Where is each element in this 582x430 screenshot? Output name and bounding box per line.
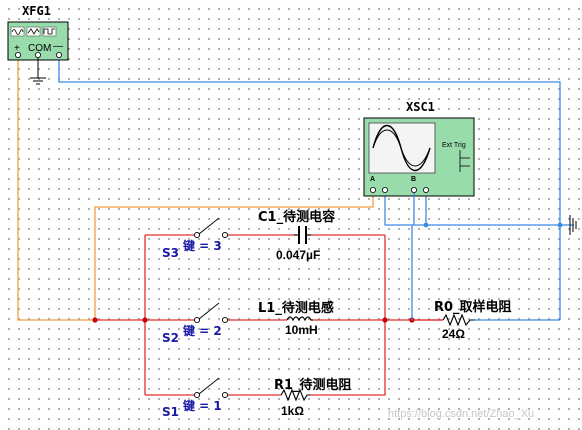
r0-value-label: 24Ω	[442, 327, 465, 341]
fgen-plus-label: +	[14, 43, 20, 54]
switch-s3[interactable]	[193, 217, 229, 239]
s1-ref-label: S1	[162, 405, 179, 419]
s2-ref-label: S2	[162, 331, 179, 345]
wires-red	[95, 234, 443, 396]
capacitor-c1[interactable]	[294, 226, 311, 244]
wire-fgen-plus[interactable]	[17, 58, 95, 321]
wire-right-bus[interactable]	[310, 235, 386, 396]
s3-key-label: 键 = 3	[183, 239, 222, 253]
resistor-r1[interactable]	[280, 388, 310, 402]
scope-channel-a-minus[interactable]	[381, 186, 388, 193]
s2-key-label: 键 = 2	[183, 324, 222, 338]
square-icon[interactable]	[42, 26, 57, 37]
junction-dot	[382, 317, 388, 323]
wire-scope-b-to-rail[interactable]	[425, 195, 560, 226]
wire-scope-a-loop[interactable]	[384, 195, 426, 226]
square-icon	[43, 28, 55, 35]
wires-blue	[58, 60, 574, 321]
scope-channel-a-label: A	[370, 176, 376, 183]
function-generator[interactable]	[7, 21, 69, 85]
fgen-plus-terminal[interactable]	[14, 52, 21, 59]
l1-value-label: 10mH	[285, 323, 318, 337]
junction-dot	[142, 317, 148, 323]
junction-dot	[557, 222, 563, 228]
switch-s2[interactable]	[193, 302, 229, 324]
triangle-icon	[27, 28, 40, 35]
watermark-text: https://blog.csdn.net/Zhao_Xu	[388, 408, 535, 420]
l1-name-label: L1_待测电感	[258, 301, 334, 316]
fgen-com-label: COM	[28, 43, 52, 54]
sine-icon	[11, 29, 24, 35]
oscilloscope[interactable]	[363, 117, 475, 320]
inductor-l1[interactable]	[286, 316, 313, 322]
junction-dot	[92, 317, 98, 323]
sine-wave-icon	[372, 129, 431, 167]
ground-icon	[569, 215, 577, 235]
junction-dot	[423, 222, 429, 228]
wire-to-scope-a[interactable]	[94, 195, 374, 320]
fgen-ref-label: XFG1	[22, 4, 51, 18]
r1-value-label: 1kΩ	[281, 404, 304, 418]
r1-name-label: R1_待测电阻	[274, 378, 352, 393]
scope-ext-trig-label: Ext Trig	[442, 142, 466, 149]
wire-fgen-minus-to-ground[interactable]	[58, 60, 561, 320]
scope-channel-b-label: B	[411, 176, 417, 183]
switch-s1[interactable]	[193, 377, 229, 399]
r0-name-label: R0_取样电阻	[434, 300, 512, 315]
scope-channel-b-plus[interactable]	[410, 186, 417, 193]
junctions-blue	[423, 222, 563, 228]
c1-name-label: C1_待测电容	[258, 210, 336, 225]
scope-channel-b-minus[interactable]	[422, 186, 429, 193]
fgen-com-terminal[interactable]	[35, 52, 42, 59]
sine-icon[interactable]	[10, 26, 25, 37]
fgen-minus-label: —	[53, 41, 63, 52]
triangle-icon[interactable]	[26, 26, 41, 37]
resistor-r0[interactable]	[442, 313, 475, 327]
s3-ref-label: S3	[162, 246, 179, 260]
wires-orange	[17, 58, 374, 321]
fgen-minus-terminal[interactable]	[56, 52, 63, 59]
scope-ref-label: XSC1	[406, 100, 435, 114]
scope-screen[interactable]	[368, 122, 436, 174]
scope-channel-a-plus[interactable]	[369, 186, 376, 193]
c1-value-label: 0.047µF	[276, 248, 321, 262]
s1-key-label: 键 = 1	[183, 399, 222, 413]
